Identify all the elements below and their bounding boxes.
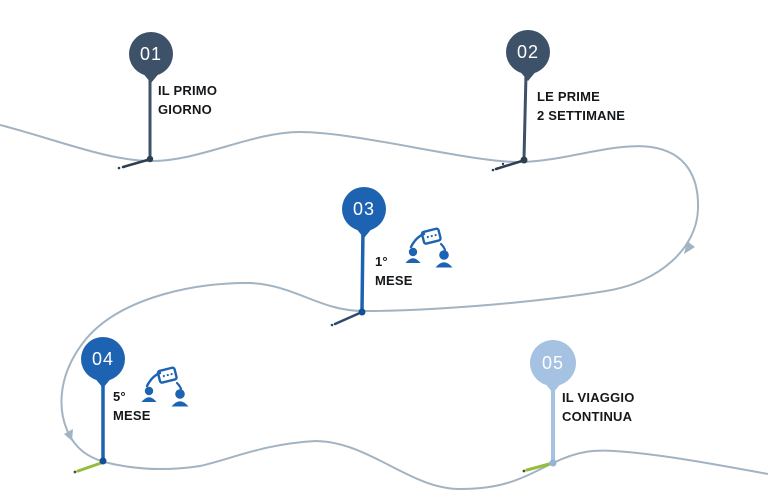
milestone-stick xyxy=(360,228,365,312)
finish-highlight-green xyxy=(76,460,106,473)
milestone-05-label: IL VIAGGIO CONTINUA xyxy=(562,390,635,424)
milestone-number: 02 xyxy=(516,41,540,62)
team-meeting-icon xyxy=(405,227,453,268)
finish-highlight-dot xyxy=(522,469,526,473)
milestone-base-tick xyxy=(333,310,364,326)
milestone-base-dot xyxy=(520,156,528,164)
path-direction-arrow-icon xyxy=(64,429,73,441)
base-tick-dot xyxy=(122,165,126,169)
base-tick-dot xyxy=(501,162,505,166)
base-tick-dot xyxy=(117,166,121,170)
milestone-base-dot xyxy=(358,308,366,316)
milestone-base-dot xyxy=(99,457,107,465)
milestone-base-tick xyxy=(494,158,527,171)
milestone-number: 05 xyxy=(541,352,565,373)
milestone-02-marker: 02 xyxy=(506,30,550,74)
milestone-05-marker: 05 xyxy=(530,340,576,386)
journey-path xyxy=(0,124,768,491)
milestone-03-label: 1° MESE xyxy=(375,254,413,288)
base-tick-dot xyxy=(330,323,334,327)
milestone-base-tick xyxy=(121,157,153,169)
milestone-base-dot xyxy=(549,459,557,467)
milestone-number: 04 xyxy=(91,348,115,369)
milestone-base-dot xyxy=(146,155,154,163)
finish-highlight-green xyxy=(525,461,555,472)
milestone-04-marker: 04 xyxy=(81,337,125,381)
milestone-number: 03 xyxy=(352,198,376,219)
path-direction-arrow-icon xyxy=(684,241,695,254)
base-tick-dot xyxy=(491,168,495,172)
milestone-01-marker: 01 xyxy=(129,32,173,76)
team-meeting-icon xyxy=(141,366,189,407)
milestone-stick xyxy=(522,73,528,160)
finish-highlight-dot xyxy=(73,470,77,474)
milestone-03-marker: 03 xyxy=(342,187,386,231)
milestone-number: 01 xyxy=(139,43,163,64)
milestone-02-label: LE PRIME 2 SETTIMANE xyxy=(537,89,626,123)
milestone-04-label: 5° MESE xyxy=(113,389,151,423)
milestone-01-label: IL PRIMO GIORNO xyxy=(158,83,218,117)
